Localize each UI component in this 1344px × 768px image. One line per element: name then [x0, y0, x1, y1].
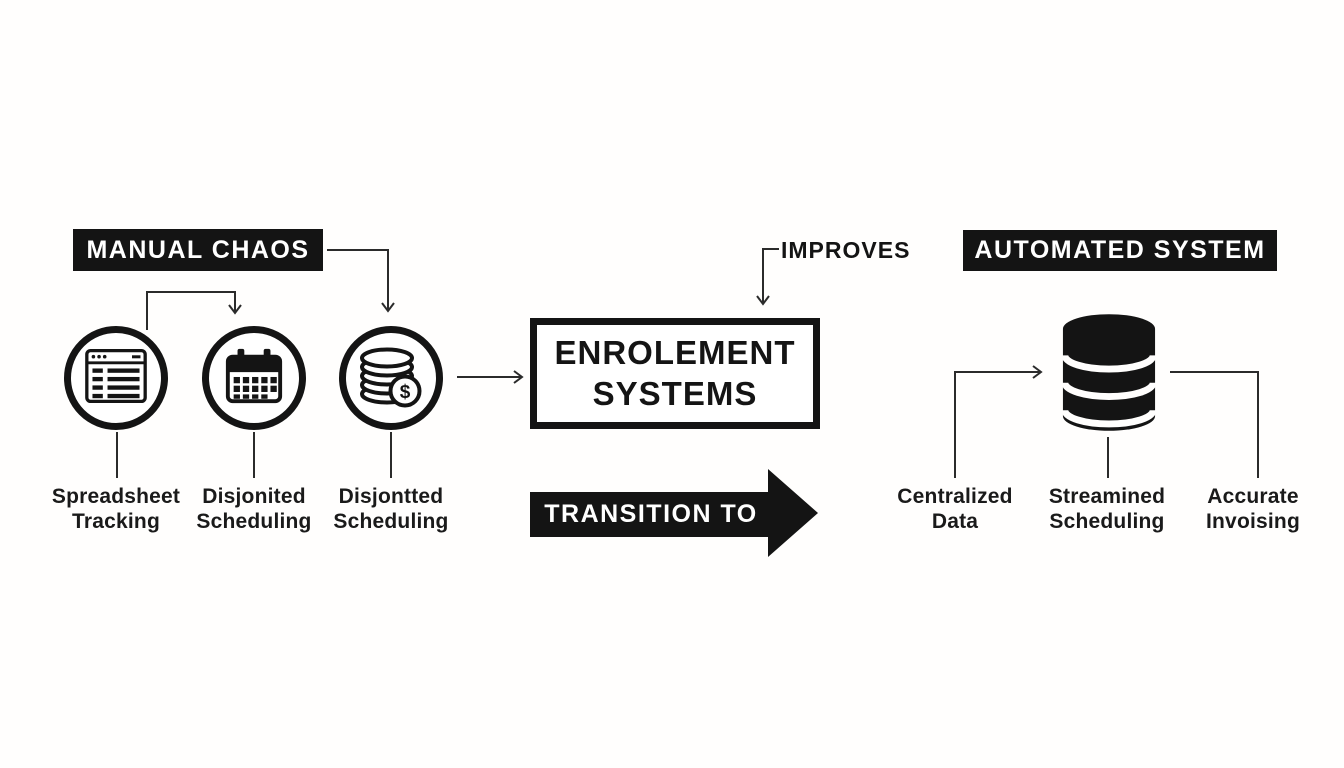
- manual-item-circle-spreadsheet: [64, 326, 168, 430]
- connector-tag-to-icon3: [327, 249, 389, 310]
- enrolement-systems-box: ENROLEMENT SYSTEMS: [530, 318, 820, 429]
- automated-system-tag: AUTOMATED SYSTEM: [963, 230, 1277, 271]
- manual-chaos-tag: MANUAL CHAOS: [73, 229, 323, 271]
- connector-db-to-invoicing: [1170, 371, 1259, 478]
- automated-item-label: Centralized Data: [897, 485, 1013, 533]
- manual-item-label: Spreadsheet Tracking: [51, 485, 181, 533]
- connector-icon1-to-icon2: [146, 291, 236, 330]
- connector-improves-to-box: [762, 248, 779, 303]
- transition-arrow-label: TRANSITION TO: [544, 500, 758, 528]
- improves-label: IMPROVES: [781, 237, 911, 263]
- arrowhead-down-icon3: [381, 302, 395, 313]
- arrowhead-right-box: [513, 370, 524, 384]
- manual-item-circle-coins: $: [339, 326, 443, 430]
- arrowhead-down-box: [756, 295, 770, 306]
- calendar-icon: [222, 345, 286, 412]
- svg-text:$: $: [400, 382, 411, 403]
- arrowhead-right-db: [1032, 365, 1043, 379]
- browser-window-icon: [84, 347, 148, 410]
- arrowhead-down-icon2: [228, 304, 242, 315]
- database-icon: [1060, 313, 1158, 432]
- manual-item-label: Disjonited Scheduling: [196, 485, 312, 533]
- coins-dollar-icon: $: [358, 342, 424, 415]
- connector-centralized-to-db: [954, 371, 1040, 478]
- automated-item-label: Streamined Scheduling: [1048, 485, 1166, 533]
- manual-item-label: Disjontted Scheduling: [333, 485, 449, 533]
- manual-item-circle-calendar: [202, 326, 306, 430]
- automated-item-label: Accurate Invoising: [1206, 485, 1300, 533]
